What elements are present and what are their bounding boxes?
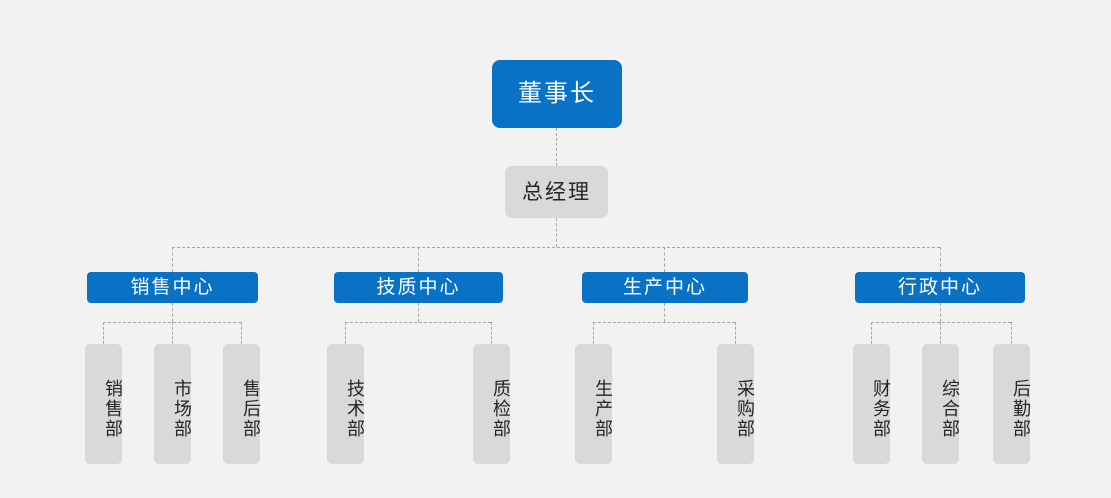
- node-center-technical-quality[interactable]: 技质中心: [334, 272, 503, 303]
- connector-manager-drop: [556, 218, 557, 247]
- connector-sales-drop: [172, 303, 173, 322]
- node-dept-finance[interactable]: 财务部: [853, 344, 891, 464]
- connector-chairman-to-manager: [556, 128, 557, 166]
- connector-sales-to-dept-2: [172, 322, 173, 344]
- connector-production-to-dept-1: [593, 322, 594, 344]
- connector-administration-drop: [940, 303, 941, 322]
- connector-administration-to-dept-3: [1011, 322, 1012, 344]
- node-center-administration[interactable]: 行政中心: [855, 272, 1025, 303]
- connector-bus-to-center-2: [418, 247, 419, 272]
- connector-techquality-to-dept-1: [345, 322, 346, 344]
- node-dept-after-sales[interactable]: 售后部: [223, 344, 261, 464]
- connector-sales-to-dept-1: [103, 322, 104, 344]
- connector-administration-to-dept-1: [871, 322, 872, 344]
- connector-administration-bus: [871, 322, 1011, 323]
- connector-production-to-dept-2: [735, 322, 736, 344]
- node-dept-marketing[interactable]: 市场部: [154, 344, 192, 464]
- node-dept-production[interactable]: 生产部: [575, 344, 613, 464]
- connector-sales-bus: [103, 322, 241, 323]
- node-dept-procurement[interactable]: 采购部: [717, 344, 755, 464]
- connector-techquality-drop: [418, 303, 419, 322]
- connector-bus-to-center-3: [664, 247, 665, 272]
- node-dept-sales[interactable]: 销售部: [85, 344, 123, 464]
- connector-sales-to-dept-3: [241, 322, 242, 344]
- connector-bus-to-center-4: [940, 247, 941, 272]
- connector-centers-bus: [172, 247, 940, 248]
- node-general-manager[interactable]: 总经理: [505, 166, 608, 218]
- node-center-production[interactable]: 生产中心: [582, 272, 748, 303]
- node-dept-logistics[interactable]: 后勤部: [993, 344, 1031, 464]
- node-center-sales[interactable]: 销售中心: [87, 272, 258, 303]
- connector-administration-to-dept-2: [940, 322, 941, 344]
- node-dept-quality-inspection[interactable]: 质检部: [473, 344, 511, 464]
- connector-bus-to-center-1: [172, 247, 173, 272]
- node-chairman[interactable]: 董事长: [492, 60, 622, 128]
- node-dept-general-affairs[interactable]: 综合部: [922, 344, 960, 464]
- connector-techquality-to-dept-2: [491, 322, 492, 344]
- node-dept-technology[interactable]: 技术部: [327, 344, 365, 464]
- connector-techquality-bus: [345, 322, 491, 323]
- connector-production-drop: [664, 303, 665, 322]
- connector-production-bus: [593, 322, 735, 323]
